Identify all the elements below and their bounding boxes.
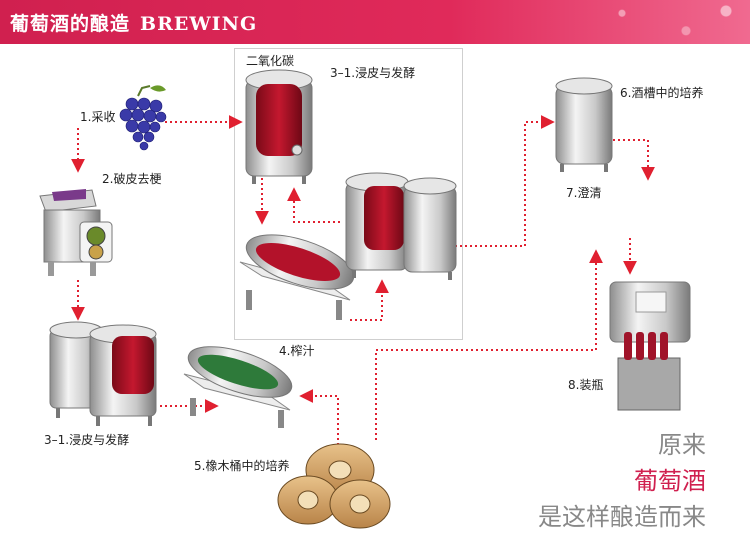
- label-step-8-bottling: 8.装瓶: [568, 378, 604, 392]
- flow-arrows: [71, 115, 655, 445]
- slogan-line-2: 葡萄酒: [634, 467, 706, 495]
- arrow-tank2-to-tank1: [287, 187, 340, 223]
- wine-press-top: [239, 234, 355, 320]
- header-decoration: [590, 0, 750, 44]
- fermentation-tanks-pair: [345, 172, 457, 280]
- label-step-3-maceration-top: 3–1.浸皮与发酵: [330, 66, 416, 80]
- header-banner: 葡萄酒的酿造 BREWING: [0, 0, 750, 44]
- grape-icon: [119, 85, 167, 151]
- label-step-3-maceration-left: 3–1.浸皮与发酵: [44, 433, 130, 447]
- label-step-7-clarify: 7.澄清: [566, 186, 602, 200]
- slogan-line-3: 是这样酿造而来: [538, 503, 706, 531]
- label-step-1-harvest: 1.采收: [80, 110, 116, 124]
- page-title-en: BREWING: [140, 13, 258, 35]
- page-title-cn: 葡萄酒的酿造: [10, 13, 131, 35]
- label-step-5-barrel-aging: 5.橡木桶中的培养: [194, 459, 290, 473]
- label-step-6-tank-aging: 6.酒槽中的培养: [620, 86, 704, 100]
- wine-press-bottom: [183, 346, 293, 428]
- arrow-tank2-to-aging: [450, 115, 555, 247]
- arrow-barrels-to-press: [299, 389, 339, 445]
- arrow-barrels-to-bottling: [375, 249, 603, 440]
- page-title: 葡萄酒的酿造 BREWING: [10, 9, 257, 36]
- crusher-destemmer-icon: [39, 189, 113, 276]
- maceration-tanks-left: [49, 321, 157, 426]
- arrow-aging-to-clarify: [608, 139, 655, 181]
- label-step-2-crush: 2.破皮去梗: [102, 172, 162, 186]
- fermentation-tank-top: [245, 69, 313, 184]
- bottling-machine-icon: [609, 281, 691, 411]
- label-co2: 二氧化碳: [246, 54, 295, 68]
- oak-barrels-icon: [277, 443, 391, 529]
- label-step-4-press: 4.榨汁: [279, 344, 315, 358]
- aging-tank-icon: [555, 77, 613, 172]
- slogan-line-1: 原来: [658, 431, 706, 459]
- arrow-press-to-tank2: [350, 279, 389, 321]
